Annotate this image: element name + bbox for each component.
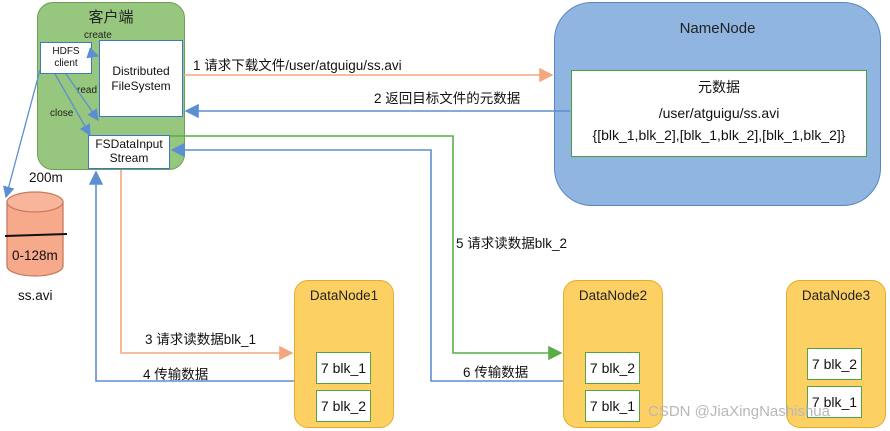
namenode-title: NameNode	[679, 20, 756, 37]
arrow-create	[86, 47, 100, 59]
arrow-read	[65, 73, 99, 122]
datanode3-block-1: 7 blk_2	[807, 348, 862, 380]
create-label: create	[84, 30, 112, 41]
client-title: 客户端	[88, 9, 134, 26]
step-5-label: 5 请求读数据blk_2	[456, 236, 568, 251]
disk-icon	[5, 191, 67, 277]
step-3-label: 3 请求读数据blk_1	[145, 332, 257, 347]
datanode2-block-2: 7 blk_1	[585, 390, 640, 422]
close-label: close	[50, 108, 74, 119]
step-1-label: 1 请求下载文件/user/atguigu/ss.avi	[193, 58, 402, 73]
datanode3-block-2: 7 blk_1	[807, 386, 862, 418]
metadata-path: /user/atguigu/ss.avi	[658, 105, 780, 121]
arrow-5-request-blk2	[170, 135, 563, 361]
datanode3-title: DataNode3	[801, 288, 871, 303]
datanode2-title: DataNode2	[578, 288, 648, 303]
datanode1-title: DataNode1	[309, 288, 379, 303]
step-6-label: 6 传输数据	[463, 365, 529, 380]
datanode1-block-1: 7 blk_1	[316, 352, 371, 384]
arrow-to-disk	[3, 69, 41, 199]
arrow-4-transfer	[88, 170, 294, 382]
datanode1-block-2: 7 blk_2	[316, 390, 371, 422]
hdfs-client-label: HDFS client	[52, 45, 80, 70]
read-label: read	[77, 85, 98, 96]
file-size-label: 200m	[29, 170, 63, 185]
step-4-label: 4 传输数据	[143, 367, 209, 382]
distributed-filesystem-label: Distributed FileSystem	[111, 63, 171, 93]
arrow-3-request-blk1	[120, 170, 294, 361]
datanode2-block-1: 7 blk_2	[585, 352, 640, 384]
hdfs-client-box[interactable]: HDFS client	[40, 42, 92, 74]
file-range-label: 0-128m	[12, 248, 58, 263]
metadata-blocks: {[blk_1,blk_2],[blk_1,blk_2],[blk_1,blk_…	[592, 127, 846, 143]
metadata-box: 元数据 /user/atguigu/ss.avi {[blk_1,blk_2],…	[571, 70, 867, 157]
fsdatainputstream-label: FSDataInputStream	[95, 137, 163, 165]
file-name-label: ss.avi	[18, 288, 53, 303]
arrow-close	[54, 73, 91, 137]
distributed-filesystem-box[interactable]: Distributed FileSystem	[99, 40, 183, 117]
arrow-6-transfer	[170, 142, 563, 382]
step-2-label: 2 返回目标文件的元数据	[374, 91, 521, 106]
fsdatainputstream-box[interactable]: FSDataInputStream	[88, 135, 170, 169]
metadata-title: 元数据	[698, 79, 740, 95]
watermark: CSDN @JiaXingNashishua	[648, 403, 830, 420]
